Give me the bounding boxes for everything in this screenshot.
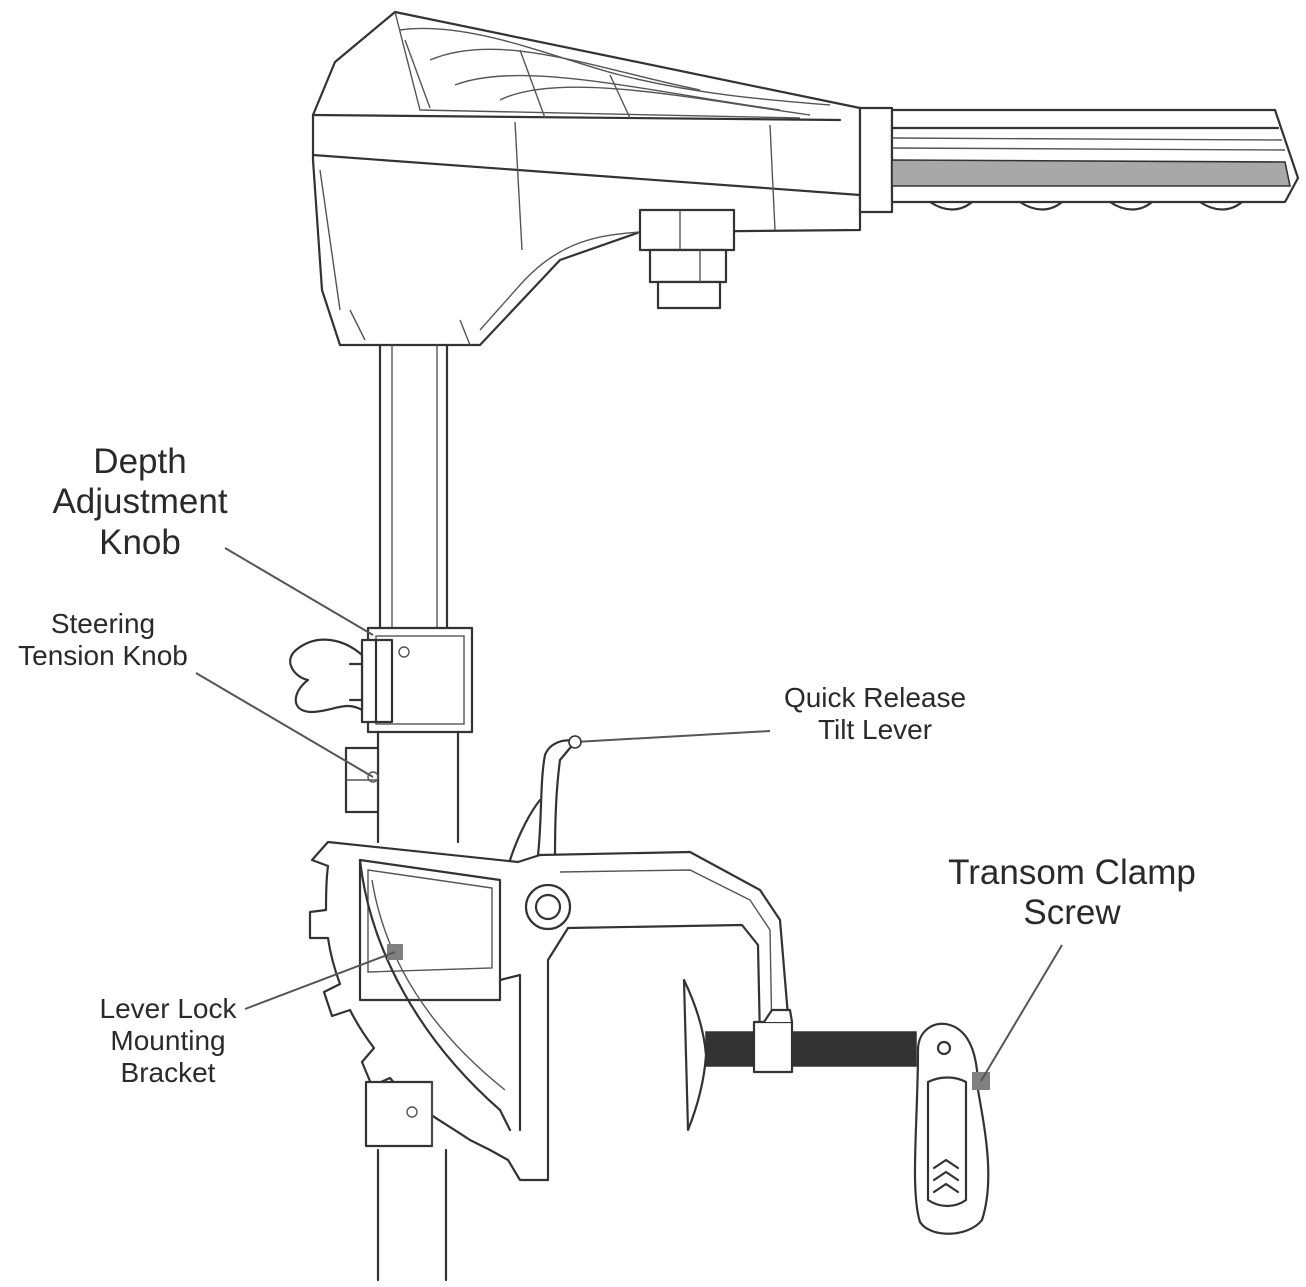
- leader-transom: [980, 944, 1063, 1082]
- steering-block: [344, 730, 460, 844]
- clamp-bracket: [308, 840, 792, 1182]
- leader-lever: [244, 951, 396, 1010]
- leader-quick: [574, 730, 771, 743]
- depth-collar: [289, 626, 474, 734]
- leader-steering: [195, 672, 374, 778]
- label-lever-lock-mounting-bracket: Lever Lock Mounting Bracket: [99, 993, 237, 1089]
- leader-lines: [195, 547, 1063, 1082]
- motor-head: [311, 10, 1300, 347]
- tilt-lever: [508, 739, 577, 862]
- label-steering-tension-knob: Steering Tension Knob: [18, 608, 188, 672]
- shaft: [376, 343, 449, 1282]
- leader-depth: [224, 547, 374, 636]
- label-depth-adjustment-knob: Depth Adjustment Knob: [52, 442, 228, 562]
- label-transom-clamp-screw: Transom Clamp Screw: [948, 853, 1196, 933]
- transom-screw: [682, 978, 990, 1235]
- label-quick-release-tilt-lever: Quick Release Tilt Lever: [783, 682, 967, 746]
